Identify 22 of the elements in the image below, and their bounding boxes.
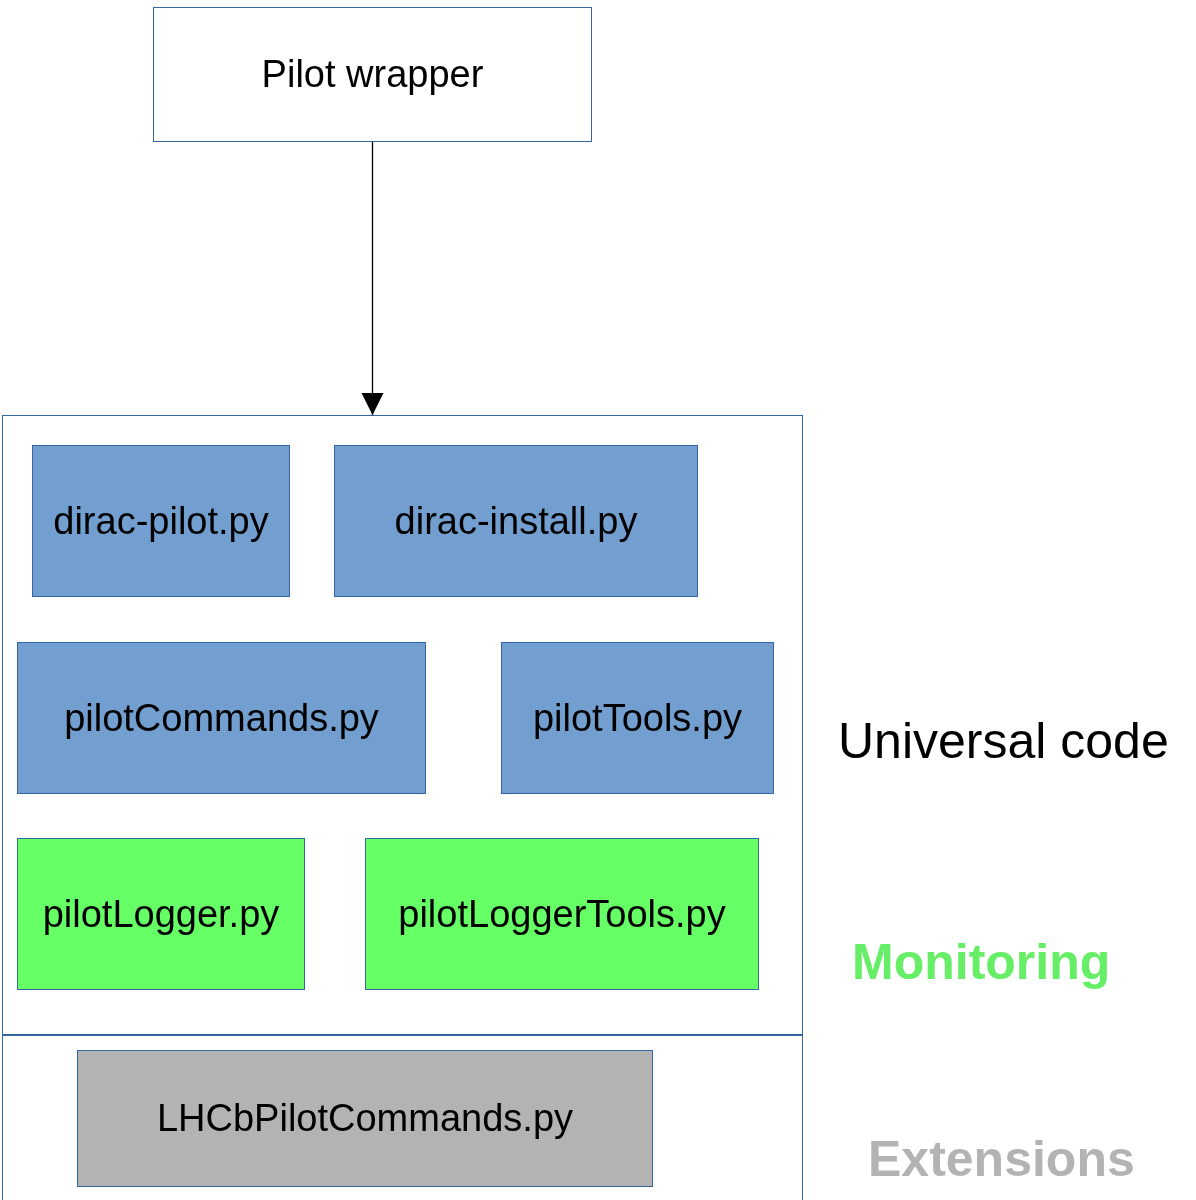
file-box xyxy=(501,642,774,794)
file-name: pilotCommands.py xyxy=(64,696,379,740)
file-box xyxy=(334,445,698,597)
container-box xyxy=(2,415,803,1035)
file-box xyxy=(365,838,759,990)
file-name: LHCbPilotCommands.py xyxy=(156,1097,574,1140)
file-name: pilotTools.py xyxy=(532,696,743,740)
section-label: Monitoring xyxy=(852,933,1111,991)
container-box xyxy=(2,1035,803,1200)
file-name: pilotLoggerTools.py xyxy=(398,892,726,936)
arrow xyxy=(361,141,384,416)
file-name: dirac-pilot.py xyxy=(53,499,269,543)
file-name: dirac-install.py xyxy=(394,499,638,543)
file-box xyxy=(17,838,305,990)
box-title: Pilot wrapper xyxy=(261,53,484,96)
file-box xyxy=(32,445,290,597)
section-label: Universal code xyxy=(838,712,1169,770)
file-name: pilotLogger.py xyxy=(42,892,280,936)
process-box xyxy=(153,7,592,142)
file-box xyxy=(17,642,426,794)
section-label: Extensions xyxy=(868,1130,1135,1188)
file-box xyxy=(77,1050,653,1187)
